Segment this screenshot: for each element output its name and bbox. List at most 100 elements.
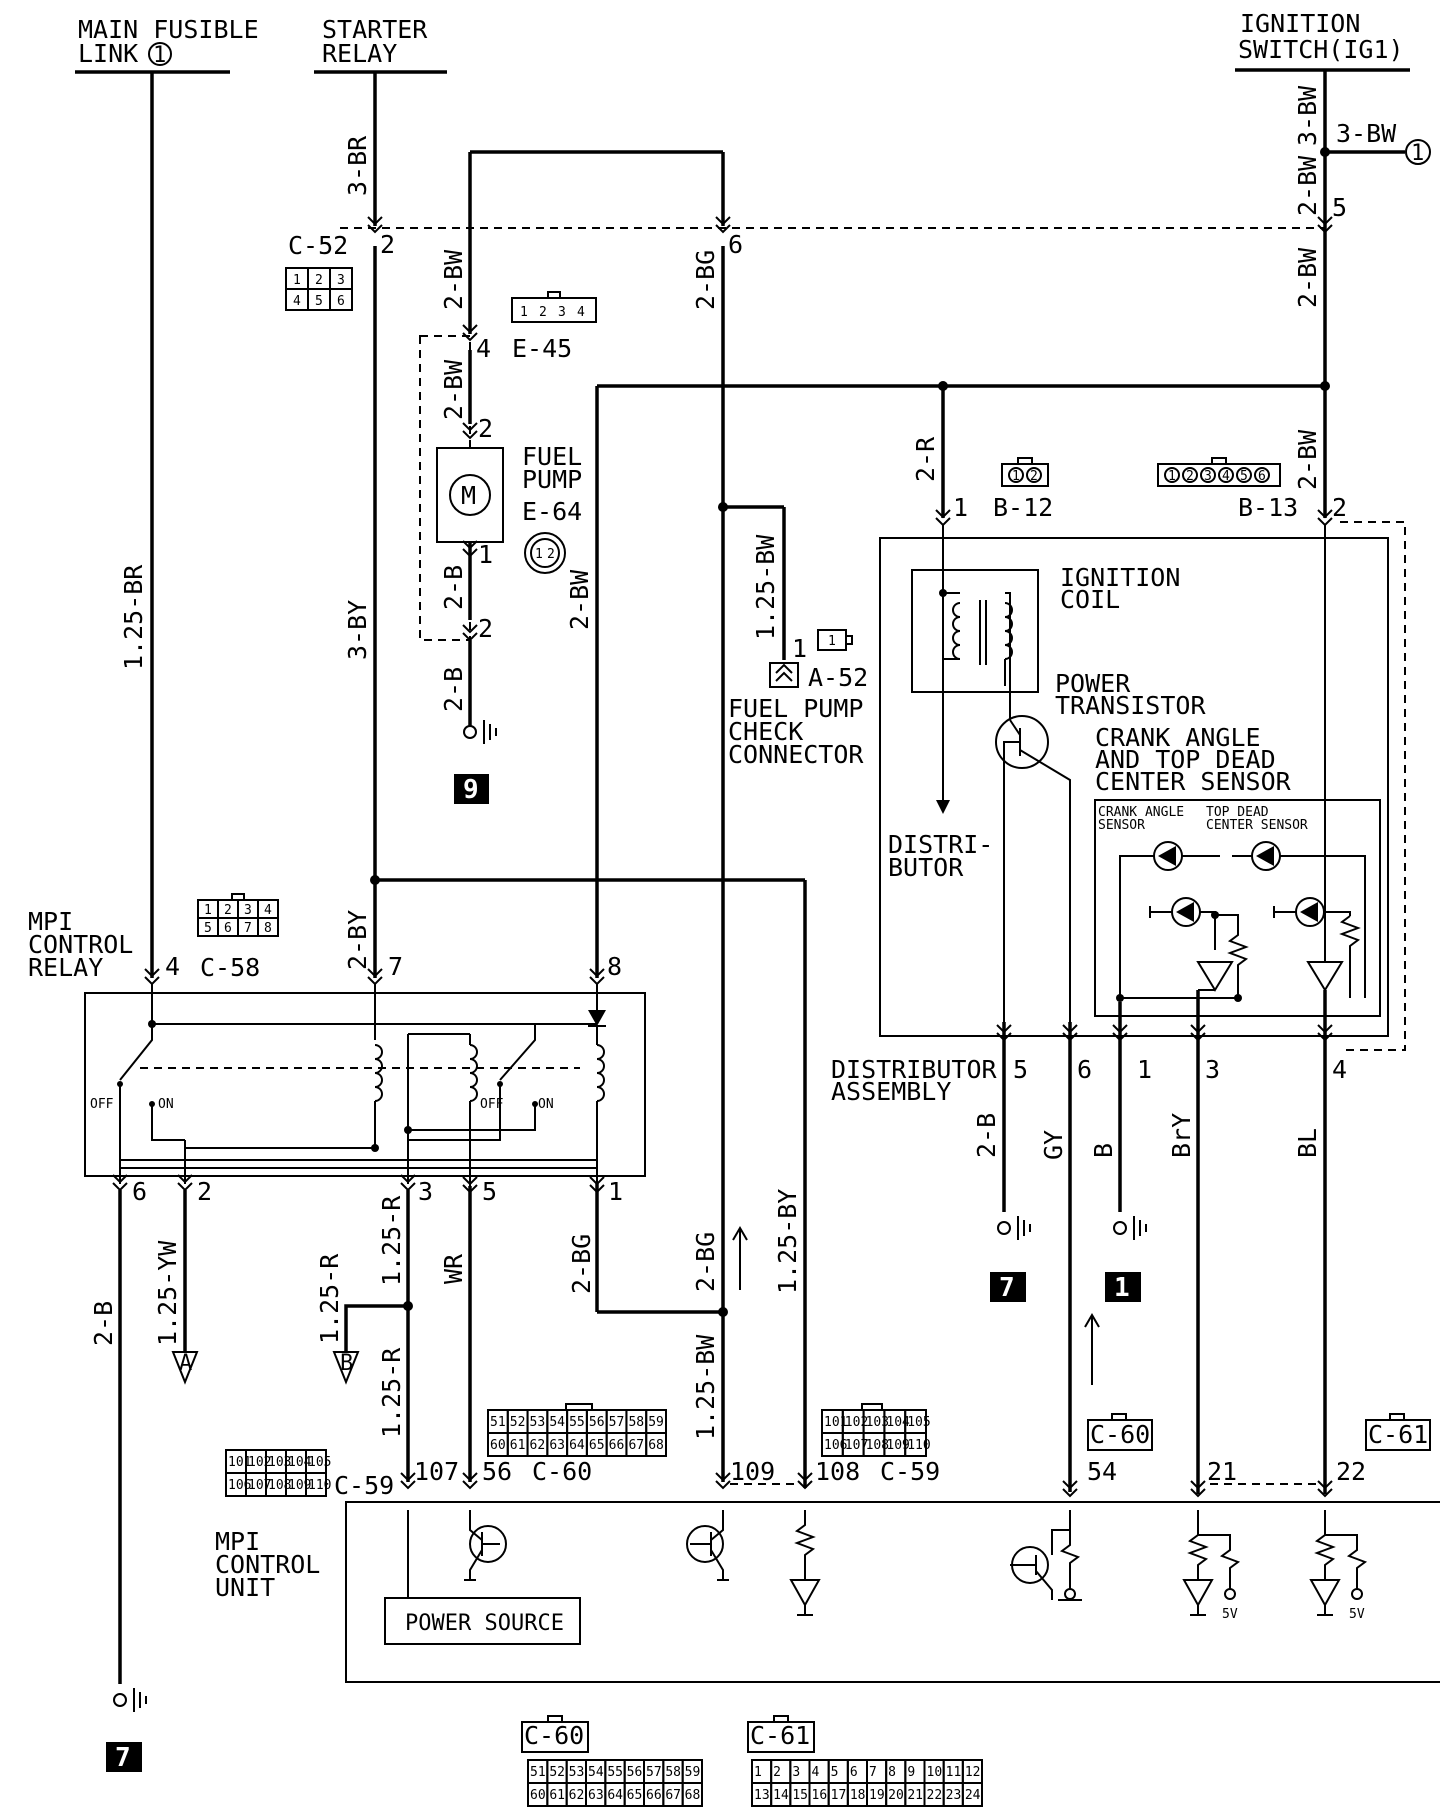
svg-text:1: 1 <box>828 634 836 649</box>
svg-text:5: 5 <box>204 921 212 936</box>
pin-2-c58: 2 <box>197 1177 212 1206</box>
pin-107: 107 <box>414 1457 459 1486</box>
c60-bottom-pin-number: 55 <box>607 1765 623 1780</box>
c59-right-pin-number: 106 <box>824 1438 847 1453</box>
power-transistor-label-1: POWER <box>1055 669 1131 698</box>
c61-bottom-pin-number: 22 <box>927 1788 943 1803</box>
input-22-circuit-icon: 5V <box>1309 1510 1368 1622</box>
pin-6-dist: 6 <box>1077 1055 1092 1084</box>
svg-text:1: 1 <box>293 273 301 288</box>
wire-label-125-r-c: 1.25-R <box>377 1347 406 1438</box>
transistor-109-icon <box>686 1510 729 1581</box>
svg-text:8: 8 <box>264 921 272 936</box>
distributor-assembly-label-2: ASSEMBLY <box>831 1077 951 1106</box>
c60-mid-pin-number: 64 <box>569 1438 585 1453</box>
connector-c58-icon: 1 2 3 4 5 6 7 8 <box>197 893 279 937</box>
c59-right-pin-number: 107 <box>845 1438 868 1453</box>
c60-bottom-pin-number: 65 <box>627 1788 643 1803</box>
connector-c61-label-bottom: C-61 <box>750 1721 810 1750</box>
c60-mid-pin-number: 58 <box>628 1415 644 1430</box>
wire-label-bl: BL <box>1293 1128 1322 1158</box>
pin-1-pump: 1 <box>478 540 493 569</box>
crank-tdc-sensor-box <box>1094 799 1381 1017</box>
c61-bottom-pin-number: 8 <box>888 1765 896 1780</box>
connector-c59-label-left: C-59 <box>334 1471 394 1500</box>
wire-label-2-r: 2-R <box>911 436 940 482</box>
wire-label-b-dist: B <box>1089 1143 1118 1158</box>
c60-bottom-cell <box>681 1782 704 1807</box>
svg-text:1: 1 <box>1168 469 1176 484</box>
svg-text:3: 3 <box>1204 469 1212 484</box>
connector-b13-icon: 1 2 3 4 5 6 <box>1157 457 1281 487</box>
svg-text:4: 4 <box>1222 469 1230 484</box>
starter-relay-label-2: RELAY <box>322 39 397 68</box>
connector-a52-icon: 1 <box>817 629 853 651</box>
transistor-56-icon <box>464 1510 507 1581</box>
c60-bottom-pin-number: 52 <box>549 1765 565 1780</box>
pin-1-dist: 1 <box>1137 1055 1152 1084</box>
pin-5-dist: 5 <box>1013 1055 1028 1084</box>
c60-bottom-pin-number: 58 <box>665 1765 681 1780</box>
wire-label-2-bg-mid: 2-BG <box>691 1232 720 1292</box>
pin-54: 54 <box>1087 1457 1117 1486</box>
c60-bottom-pin-number: 62 <box>569 1788 585 1803</box>
wire-label-3-br: 3-BR <box>343 135 372 196</box>
connector-c60-label-bottom: C-60 <box>524 1721 584 1750</box>
mpi-control-relay-label-1: MPI <box>28 907 73 936</box>
photodiode-crank-icon <box>1171 897 1201 927</box>
c60-bottom-pin-number: 61 <box>549 1788 565 1803</box>
ignition-coil-label-1: IGNITION <box>1060 563 1180 592</box>
svg-text:2: 2 <box>224 903 232 918</box>
ignition-coil-label-2: COIL <box>1060 585 1120 614</box>
pin-6-c58: 6 <box>132 1177 147 1206</box>
c60-bottom-pin-number: 56 <box>627 1765 643 1780</box>
ground-ref-7-b <box>106 1742 142 1772</box>
power-source-box <box>384 1597 581 1645</box>
pin-4-e45: 4 <box>476 334 491 363</box>
c60-mid-pin-number: 52 <box>510 1415 526 1430</box>
c61-bottom-pin-number: 14 <box>773 1788 789 1803</box>
wire-label-125-by: 1.25-BY <box>773 1189 802 1294</box>
c60-bottom-pin-number: 53 <box>569 1765 585 1780</box>
wire-label-2-bg-top: 2-BG <box>691 250 720 310</box>
connector-c52-icon: 1 2 3 4 5 6 <box>285 267 353 311</box>
c61-bottom-pin-number: 9 <box>907 1765 915 1780</box>
connector-b12-icon: 1 2 <box>1001 457 1049 487</box>
svg-text:1: 1 <box>520 305 528 320</box>
ref-a: A <box>179 1351 192 1376</box>
mpi-control-unit-box <box>345 1501 1440 1683</box>
power-transistor-symbol <box>995 715 1049 769</box>
svg-text:2: 2 <box>547 547 555 562</box>
mpi-control-relay-label-2: CONTROL <box>28 930 133 959</box>
fusible-link-number-circle <box>148 42 172 66</box>
c59-right-pin-number: 104 <box>886 1415 910 1430</box>
pin-2-c52: 2 <box>380 230 395 259</box>
five-volt-21: 5V <box>1222 1607 1238 1622</box>
distributor-label-1: DISTRI- <box>888 830 993 859</box>
c61-bottom-pin-number: 17 <box>831 1788 847 1803</box>
c61-bottom-pin-number: 24 <box>965 1788 981 1803</box>
tdc-sensor-small-2: CENTER SENSOR <box>1206 818 1308 833</box>
main-fusible-link-label-1: MAIN FUSIBLE <box>78 15 259 44</box>
c61-bottom-pin-number: 21 <box>907 1788 923 1803</box>
fuel-pump-check-connector-label-2: CHECK <box>728 717 803 746</box>
svg-text:9: 9 <box>463 775 479 805</box>
distributor-assembly-box <box>879 537 1389 1037</box>
svg-text:7: 7 <box>244 921 252 936</box>
svg-text:7: 7 <box>115 1743 131 1773</box>
c61-bottom-pin-number: 2 <box>773 1765 781 1780</box>
svg-text:4: 4 <box>577 305 585 320</box>
c59-right-cell <box>904 1432 928 1457</box>
ignition-coil-box <box>911 569 1039 693</box>
wire-label-2-b-dist: 2-B <box>972 1113 1001 1158</box>
svg-text:2: 2 <box>1186 469 1194 484</box>
pin-2-pump-bottom: 2 <box>478 614 493 643</box>
connector-c52-label: C-52 <box>288 231 348 260</box>
c61-bottom-pin-number: 23 <box>946 1788 962 1803</box>
distributor-assembly-label-1: DISTRIBUTOR <box>831 1055 998 1084</box>
